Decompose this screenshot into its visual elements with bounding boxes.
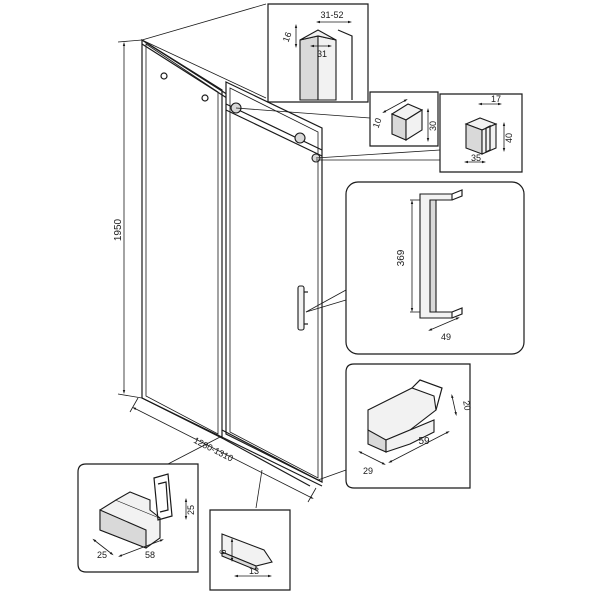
- roller-30-dimension: 30: [428, 121, 438, 131]
- guide-59-dimension: 59: [418, 436, 430, 447]
- width-dimension: 1280-1310: [192, 435, 235, 463]
- bracket-16-dimension: 16: [281, 31, 294, 44]
- handle-length-dimension: 369: [396, 249, 407, 266]
- bracket-31-dimension: 31: [317, 49, 327, 59]
- stopper-35-dimension: 35: [471, 153, 481, 163]
- seal-6-dimension: 6: [218, 549, 228, 554]
- height-dimension: 1950: [113, 218, 124, 241]
- roller-icon: [294, 132, 306, 144]
- detail-stopper: 17 40 35: [439, 93, 523, 173]
- leader-lines: [141, 3, 441, 509]
- guide-29-dimension: 29: [363, 466, 373, 476]
- guide-20-dimension: 20: [461, 400, 473, 412]
- seal-13-dimension: 13: [249, 566, 259, 576]
- shower-enclosure: 1950 1280-1310: [113, 38, 323, 503]
- handle-depth-dimension: 49: [441, 332, 451, 342]
- roller-10-dimension: 10: [371, 117, 384, 130]
- detail-top-bracket: 31-52 31 16: [267, 3, 369, 103]
- stopper-40-dimension: 40: [504, 133, 514, 143]
- stopper-17-dimension: 17: [491, 94, 501, 104]
- bottom-guide-25b-dimension: 25: [97, 550, 107, 560]
- sliding-glass-door: [225, 81, 323, 483]
- detail-seal: 6 13: [209, 509, 291, 591]
- detail-handle: 369 49: [345, 181, 525, 355]
- door-handle-icon: [297, 285, 305, 331]
- detail-bottom-guide: 25 25 58: [77, 463, 199, 573]
- bottom-guide-25-dimension: 25: [186, 505, 196, 515]
- bracket-range-dimension: 31-52: [320, 10, 343, 20]
- wall-fixing-icon: [201, 94, 209, 102]
- detail-roller: 10 30: [369, 91, 439, 147]
- wall-fixing-icon: [160, 72, 168, 80]
- detail-floor-guide: 20 59 29: [345, 363, 473, 489]
- fixed-glass-panel: [141, 38, 223, 439]
- bottom-guide-58-dimension: 58: [145, 550, 155, 560]
